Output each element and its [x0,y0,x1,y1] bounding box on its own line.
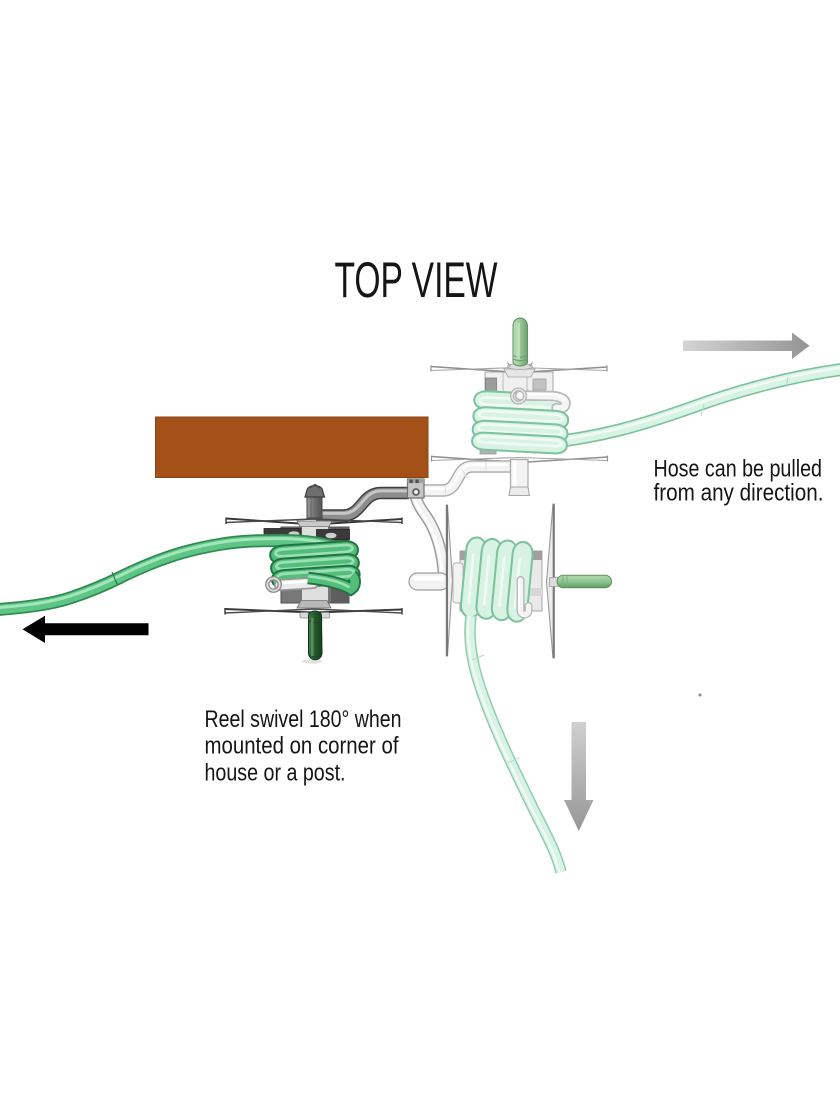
svg-text:mounted on corner of: mounted on corner of [205,733,399,760]
svg-text:from any direction.: from any direction. [654,480,824,507]
svg-text:Hose can be pulled: Hose can be pulled [654,456,823,483]
svg-text:TOP VIEW: TOP VIEW [335,252,499,308]
svg-text:Reel swivel 180° when: Reel swivel 180° when [205,706,402,733]
svg-text:house or a post.: house or a post. [205,760,346,787]
